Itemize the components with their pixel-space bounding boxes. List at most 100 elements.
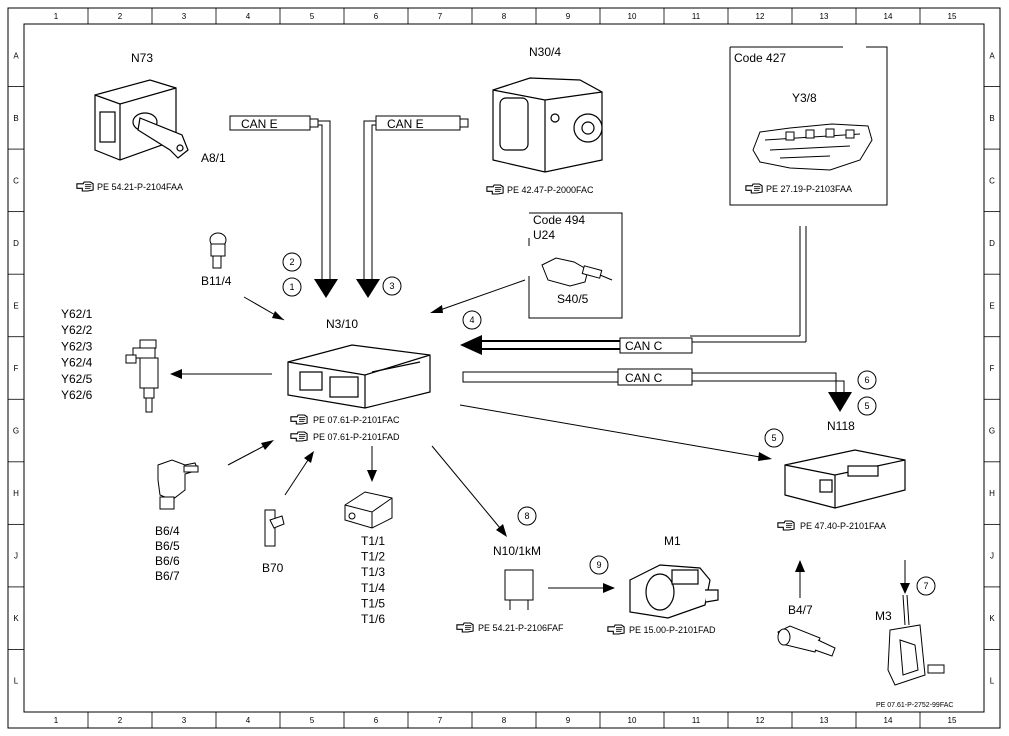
s40-5-label: S40/5 — [557, 292, 589, 306]
callout-2: 2 — [282, 252, 302, 272]
b6-sensors: B6/4B6/5B6/6B6/7 — [155, 440, 274, 583]
grid-column-label: 15 — [948, 12, 957, 21]
b6-label: B6/7 — [155, 569, 180, 583]
svg-text:9: 9 — [596, 560, 601, 570]
pointing-hand-icon — [607, 624, 625, 635]
b6-label-list: B6/4B6/5B6/6B6/7 — [155, 524, 180, 583]
grid-column-label: 14 — [884, 716, 893, 725]
can-c-bus-lower: CAN C — [462, 368, 852, 412]
grid-row-label: H — [989, 489, 995, 498]
t1-label: T1/4 — [361, 581, 385, 595]
grid-column-label: 1 — [54, 12, 59, 21]
callout-5: 5 — [764, 428, 784, 448]
n10-relay: N10/1kM 9 PE 54.21-P-2106FAF — [456, 544, 615, 633]
grid-column-label: 8 — [502, 716, 507, 725]
y62-label: Y62/1 — [61, 307, 93, 321]
injector-icon — [125, 339, 159, 413]
can-c-label-upper: CAN C — [625, 339, 663, 353]
code-427-label: Code 427 — [734, 51, 786, 65]
starter-motor-icon — [629, 564, 719, 619]
relay-icon — [504, 569, 534, 610]
reference-y3-8: PE 27.19-P-2103FAA — [745, 183, 852, 194]
arrow-down-icon — [828, 392, 852, 412]
ignition-switch-icon — [94, 79, 189, 161]
callout-8: 8 — [517, 506, 537, 526]
grid-row-label: B — [13, 114, 18, 123]
grid-ticks — [8, 8, 1000, 728]
grid-row-label: L — [990, 677, 995, 686]
can-e-bus-left: CAN E — [229, 115, 338, 298]
t1-ignition-coils: T1/1T1/2T1/3T1/4T1/5T1/6 — [344, 446, 393, 626]
can-c-label-lower: CAN C — [625, 371, 663, 385]
grid-column-label: 12 — [756, 12, 765, 21]
can-e-bus-right: CAN E — [356, 115, 469, 298]
callout-3: 3 — [382, 276, 402, 296]
svg-text:5: 5 — [771, 433, 776, 443]
m3-label: M3 — [875, 609, 892, 623]
ref-n30-4-text: PE 42.47-P-2000FAC — [507, 185, 594, 195]
grid-row-label: J — [990, 552, 994, 561]
abs-unit-icon — [492, 77, 603, 173]
pointing-hand-icon — [290, 414, 308, 425]
grid-column-label: 9 — [566, 716, 571, 725]
grid-column-label: 7 — [438, 716, 443, 725]
grid-column-label: 5 — [310, 716, 315, 725]
svg-text:4: 4 — [469, 315, 474, 325]
grid-column-label: 4 — [246, 716, 251, 725]
code-494-label: Code 494 — [533, 213, 585, 227]
svg-text:5: 5 — [864, 401, 869, 411]
grid-row-label: D — [13, 239, 19, 248]
b6-label: B6/5 — [155, 539, 180, 553]
n30-4-label: N30/4 — [529, 45, 561, 59]
grid-column-label: 2 — [118, 12, 123, 21]
ref-n73-text: PE 54.21-P-2104FAA — [97, 182, 183, 192]
grid-row-label: H — [13, 489, 19, 498]
grid-row-label: D — [989, 239, 995, 248]
pointing-hand-icon — [745, 183, 763, 194]
camshaft-sensor-icon — [157, 459, 199, 510]
grid-column-label: 9 — [566, 12, 571, 21]
n3-10-label: N3/10 — [326, 317, 358, 331]
grid-row-label: F — [14, 364, 19, 373]
arrow-down-icon — [356, 279, 380, 298]
grid-column-label: 3 — [182, 12, 187, 21]
m3-fuel-pump: 7 M3 — [875, 560, 945, 686]
reference-n118: PE 47.40-P-2101FAA — [777, 520, 886, 531]
y3-8-label: Y3/8 — [792, 91, 817, 105]
pressure-sensor-icon — [777, 625, 836, 657]
grid-column-label: 2 — [118, 716, 123, 725]
can-e-label-left: CAN E — [241, 117, 278, 131]
t1-label: T1/1 — [361, 534, 385, 548]
callout-5-top: 5 — [857, 396, 877, 416]
pointing-hand-icon — [777, 520, 795, 531]
y62-label: Y62/2 — [61, 323, 93, 337]
grid-column-label: 13 — [820, 12, 829, 21]
fuel-pump-module-icon — [784, 449, 906, 509]
arrow-left-icon — [460, 335, 482, 355]
grid-column-label: 10 — [628, 12, 637, 21]
grid-row-label: F — [990, 364, 995, 373]
svg-text:1: 1 — [289, 282, 294, 292]
grid-column-label: 4 — [246, 12, 251, 21]
grid-row-label: E — [13, 301, 18, 310]
svg-text:3: 3 — [389, 281, 394, 291]
b4-7-sensor: B4/7 — [777, 560, 836, 657]
b70-label: B70 — [262, 561, 284, 575]
b11-4-label: B11/4 — [201, 274, 232, 288]
switch-sensor-icon — [541, 257, 613, 287]
callout-7: 7 — [916, 576, 936, 596]
n73-ignition-switch: N73 A8/1 PE 54.21-P-2104FAA — [76, 51, 226, 192]
grid-row-label: A — [989, 51, 995, 60]
reference-n10: PE 54.21-P-2106FAF — [456, 622, 564, 633]
grid-row-label: E — [989, 301, 994, 310]
grid-column-label: 15 — [948, 716, 957, 725]
y62-label: Y62/3 — [61, 339, 93, 353]
reference-n3-10-b: PE 07.61-P-2101FAD — [290, 431, 400, 442]
ref-n10-text: PE 54.21-P-2106FAF — [478, 623, 564, 633]
grid-column-label: 13 — [820, 716, 829, 725]
valve-body-icon — [752, 123, 873, 171]
pointing-hand-icon — [76, 181, 94, 192]
grid-column-label: 7 — [438, 12, 443, 21]
